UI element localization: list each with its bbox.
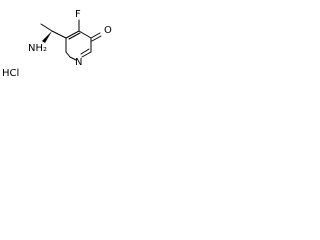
bond-c2-c3 [65,30,80,39]
bond-c4-o [90,32,101,39]
amine-label: NH₂ [28,43,47,54]
hydrochloride-label: HCl [2,68,19,79]
bond-c2-chiral [51,30,67,39]
ring-nitrogen-label: N [75,57,82,68]
bond-c6-c6-double [80,48,90,55]
bond-c2-c3-double [68,32,81,40]
bond-c6-n1 [69,56,77,61]
bond-c4-o-double [91,35,102,42]
chemical-structure-diagram: O F N NH₂ HCl [2,9,112,79]
fluorine-label: F [75,9,81,20]
bond-c3-c4 [78,30,92,39]
bond-n1-c2 [65,51,71,58]
bond-chiral-methyl [40,23,53,32]
bond-c5-c6 [81,51,92,58]
oxygen-label: O [104,25,112,36]
wedge-bond-amine [42,31,52,43]
